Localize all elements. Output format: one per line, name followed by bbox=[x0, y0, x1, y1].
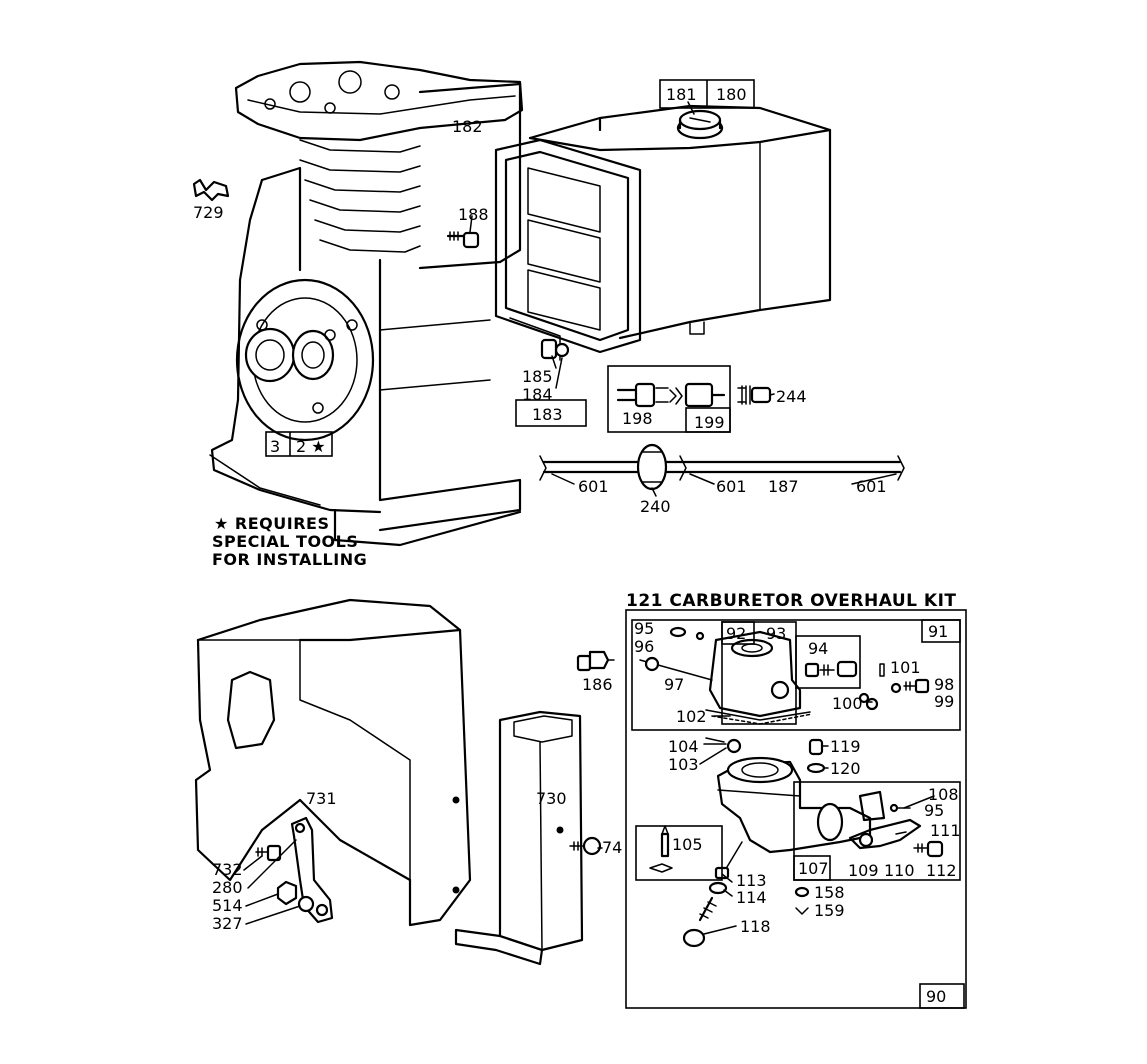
label-185: 185 bbox=[522, 367, 553, 386]
special-tools-note-line2: SPECIAL TOOLS bbox=[212, 532, 358, 551]
fitting-186-drawing bbox=[576, 650, 615, 672]
label-91: 91 bbox=[928, 622, 948, 641]
label-240: 240 bbox=[640, 497, 671, 516]
label-244: 244 bbox=[776, 387, 807, 406]
label-187: 187 bbox=[768, 477, 799, 496]
label-111: 111 bbox=[930, 821, 961, 840]
blower-housing-drawing bbox=[194, 598, 472, 927]
label-108: 108 bbox=[928, 785, 959, 804]
fuel-hose-drawing bbox=[539, 443, 905, 491]
label-104: 104 bbox=[668, 737, 699, 756]
label-95-top: 95 bbox=[634, 619, 654, 638]
label-601-left: 601 bbox=[578, 477, 609, 496]
label-731: 731 bbox=[306, 789, 337, 808]
label-96: 96 bbox=[634, 637, 654, 656]
engine-block-drawing bbox=[209, 60, 524, 547]
label-92: 92 bbox=[726, 624, 746, 643]
label-601-middle: 601 bbox=[716, 477, 747, 496]
label-101: 101 bbox=[890, 658, 921, 677]
label-93: 93 bbox=[766, 624, 786, 643]
label-199: 199 bbox=[694, 413, 725, 432]
fuel-tank-drawing bbox=[528, 104, 832, 340]
leader-lines bbox=[243, 101, 935, 935]
label-110: 110 bbox=[884, 861, 915, 880]
label-280: 280 bbox=[212, 878, 243, 897]
label-74: 74 bbox=[602, 838, 622, 857]
label-180: 180 bbox=[716, 85, 747, 104]
label-188: 188 bbox=[458, 205, 489, 224]
label-183: 183 bbox=[532, 405, 563, 424]
carburetor-drawing bbox=[639, 626, 944, 948]
label-112: 112 bbox=[926, 861, 957, 880]
label-119: 119 bbox=[830, 737, 861, 756]
label-97: 97 bbox=[664, 675, 684, 694]
air-cleaner-frame-drawing bbox=[494, 138, 642, 361]
special-tools-note-line3: FOR INSTALLING bbox=[212, 550, 367, 569]
label-2: 2 ★ bbox=[296, 437, 326, 456]
label-109: 109 bbox=[848, 861, 879, 880]
fuel-fittings-drawing bbox=[616, 382, 772, 408]
label-198: 198 bbox=[622, 409, 653, 428]
label-99: 99 bbox=[934, 692, 954, 711]
label-327: 327 bbox=[212, 914, 243, 933]
label-514: 514 bbox=[212, 896, 243, 915]
label-158: 158 bbox=[814, 883, 845, 902]
label-113: 113 bbox=[736, 871, 767, 890]
label-730: 730 bbox=[536, 789, 567, 808]
label-181: 181 bbox=[666, 85, 697, 104]
label-118: 118 bbox=[740, 917, 771, 936]
label-94: 94 bbox=[808, 639, 828, 658]
label-103: 103 bbox=[668, 755, 699, 774]
label-601-right: 601 bbox=[856, 477, 887, 496]
label-114: 114 bbox=[736, 888, 767, 907]
fitting-184-185-drawing bbox=[540, 338, 570, 360]
label-boxes bbox=[265, 79, 967, 1009]
label-90: 90 bbox=[926, 987, 946, 1006]
label-105: 105 bbox=[672, 835, 703, 854]
label-120: 120 bbox=[830, 759, 861, 778]
carburetor-kit-title: 121 CARBURETOR OVERHAUL KIT bbox=[626, 591, 957, 611]
special-tools-note-line1: ★ REQUIRES bbox=[214, 514, 329, 533]
label-95-lower: 95 bbox=[924, 801, 944, 820]
bolt-188-drawing bbox=[446, 231, 480, 249]
label-729: 729 bbox=[193, 203, 224, 222]
bracket-730-drawing bbox=[454, 710, 584, 966]
label-732: 732 bbox=[212, 860, 243, 879]
label-100: 100 bbox=[832, 694, 863, 713]
label-184: 184 bbox=[522, 385, 553, 404]
screw-74-drawing bbox=[569, 836, 602, 856]
label-107: 107 bbox=[798, 859, 829, 878]
label-98: 98 bbox=[934, 675, 954, 694]
label-186: 186 bbox=[582, 675, 613, 694]
callout-labels: 729 182 188 181 180 185 184 183 198 199 … bbox=[193, 85, 961, 1006]
clip-729-drawing bbox=[192, 178, 230, 202]
label-182: 182 bbox=[452, 117, 483, 136]
label-3: 3 bbox=[270, 437, 280, 456]
link-assembly-drawing bbox=[255, 816, 334, 924]
label-159: 159 bbox=[814, 901, 845, 920]
label-102: 102 bbox=[676, 707, 707, 726]
